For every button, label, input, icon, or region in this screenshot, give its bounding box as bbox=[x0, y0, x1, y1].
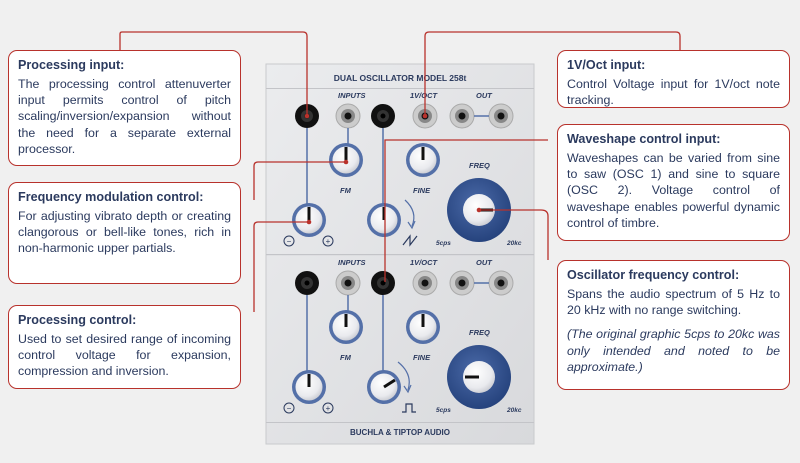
out-jack-1a[interactable] bbox=[449, 103, 475, 129]
minus-icon-2: − bbox=[283, 402, 295, 414]
label-fm-1: FM bbox=[340, 186, 352, 195]
waveshape-input-jack-1[interactable] bbox=[371, 104, 395, 128]
fine-knob-2[interactable] bbox=[406, 310, 440, 344]
callout-body: For adjusting vibrato depth or creating … bbox=[18, 208, 231, 256]
square-wave-icon bbox=[402, 403, 416, 413]
callout-title: Processing control: bbox=[18, 313, 137, 327]
processing-input-jack-1[interactable] bbox=[295, 104, 319, 128]
callout-title: 1V/Oct input: bbox=[567, 58, 646, 72]
voct-jack-1[interactable] bbox=[412, 103, 438, 129]
waveshape-input-jack-2[interactable] bbox=[371, 271, 395, 295]
label-low-1: 5cps bbox=[436, 240, 451, 247]
label-voct: 1V/OCT bbox=[410, 91, 439, 100]
svg-text:+: + bbox=[326, 404, 331, 413]
plus-icon: + bbox=[322, 235, 334, 247]
fm-knob-1[interactable] bbox=[329, 143, 363, 177]
input-jack-1a[interactable] bbox=[335, 103, 361, 129]
label-freq-2: FREQ bbox=[469, 328, 490, 337]
label-fm-2: FM bbox=[340, 353, 352, 362]
callout-note: (The original graphic 5cps to 20kc was o… bbox=[567, 327, 780, 375]
label-out: OUT bbox=[476, 91, 493, 100]
label-inputs: INPUTS bbox=[338, 91, 366, 100]
out-jack-2b[interactable] bbox=[488, 270, 514, 296]
waveshape-knob-1[interactable] bbox=[367, 203, 401, 237]
out-jack-1b[interactable] bbox=[488, 103, 514, 129]
freq-knob-1[interactable] bbox=[447, 178, 511, 242]
processing-input-jack-2[interactable] bbox=[295, 271, 319, 295]
callout-title: Waveshape control input: bbox=[567, 132, 721, 146]
callout-title: Oscillator frequency control: bbox=[567, 268, 740, 282]
label-out-2: OUT bbox=[476, 258, 493, 267]
callout-body: Spans the audio spectrum of 5 Hz to 20 k… bbox=[567, 286, 780, 317]
fm-knob-2[interactable] bbox=[329, 310, 363, 344]
callout-oscillator-frequency: Oscillator frequency control: Spans the … bbox=[557, 260, 790, 390]
callout-body: Control Voltage input for 1V/oct note tr… bbox=[567, 76, 780, 107]
label-voct-2: 1V/OCT bbox=[410, 258, 439, 267]
callout-processing-input: Processing input: The processing control… bbox=[8, 50, 241, 166]
waveshape-knob-2[interactable] bbox=[367, 370, 401, 404]
out-jack-2a[interactable] bbox=[449, 270, 475, 296]
voct-jack-2[interactable] bbox=[412, 270, 438, 296]
svg-text:+: + bbox=[326, 237, 331, 246]
callout-waveshape-input: Waveshape control input: Waveshapes can … bbox=[557, 124, 790, 241]
label-fine-2: FINE bbox=[413, 353, 431, 362]
label-high-2: 20kc bbox=[506, 407, 522, 414]
callout-processing-control: Processing control: Used to set desired … bbox=[8, 305, 241, 389]
svg-text:−: − bbox=[287, 404, 292, 413]
module-title: DUAL OSCILLATOR MODEL 258t bbox=[334, 73, 467, 83]
callout-body: Waveshapes can be varied from sine to sa… bbox=[567, 150, 780, 231]
label-inputs-2: INPUTS bbox=[338, 258, 366, 267]
callout-title: Processing input: bbox=[18, 58, 125, 72]
callout-voct-input: 1V/Oct input: Control Voltage input for … bbox=[557, 50, 790, 108]
processing-knob-2[interactable] bbox=[292, 370, 326, 404]
callout-frequency-modulation: Frequency modulation control: For adjust… bbox=[8, 182, 241, 284]
callout-body: Used to set desired range of incoming co… bbox=[18, 331, 231, 379]
plus-icon-2: + bbox=[322, 402, 334, 414]
freq-knob-2[interactable] bbox=[447, 345, 511, 409]
processing-knob-1[interactable] bbox=[292, 203, 326, 237]
svg-text:−: − bbox=[287, 237, 292, 246]
label-low-2: 5cps bbox=[436, 407, 451, 414]
fine-knob-1[interactable] bbox=[406, 143, 440, 177]
callout-body: The processing control attenuverter inpu… bbox=[18, 76, 231, 157]
label-high-1: 20kc bbox=[506, 240, 522, 247]
callout-title: Frequency modulation control: bbox=[18, 190, 204, 204]
label-fine-1: FINE bbox=[413, 186, 431, 195]
input-jack-2a[interactable] bbox=[335, 270, 361, 296]
module-footer: BUCHLA & TIPTOP AUDIO bbox=[350, 428, 450, 437]
label-freq-1: FREQ bbox=[469, 161, 490, 170]
